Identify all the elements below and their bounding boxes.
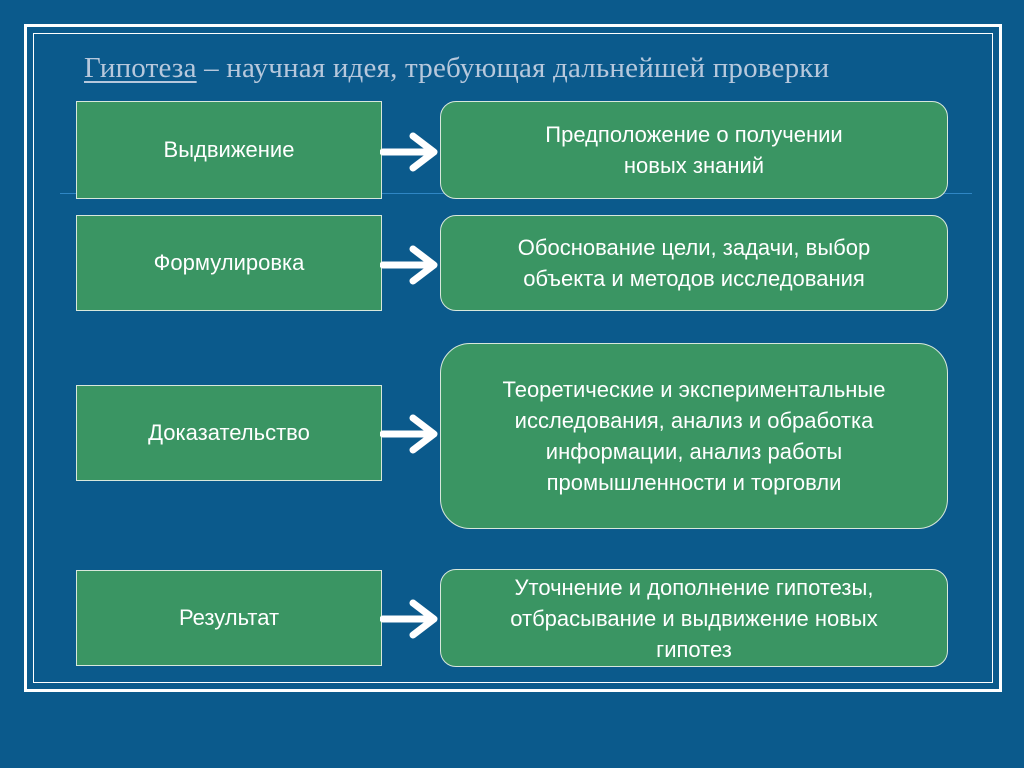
description-text: Уточнение и дополнение гипотезы, отбрасы… <box>510 574 878 662</box>
description-box-proof: Теоретические и экспериментальные исслед… <box>440 343 948 529</box>
title-term: Гипотеза <box>84 52 197 84</box>
slide-title: Гипотеза – научная идея, требующая дальн… <box>84 52 829 85</box>
arrow-right-icon <box>380 414 438 454</box>
stage-label: Выдвижение <box>163 137 295 162</box>
stage-label: Доказательство <box>148 420 310 445</box>
stage-label: Формулировка <box>153 250 305 275</box>
stage-box-proof: Доказательство <box>76 385 382 481</box>
description-box-formulation: Обоснование цели, задачи, выбор объекта … <box>440 215 948 311</box>
description-text: Предположение о получении новых знаний <box>545 122 843 178</box>
slide-frame-outer <box>24 24 1002 692</box>
stage-box-nomination: Выдвижение <box>76 101 382 199</box>
stage-box-formulation: Формулировка <box>76 215 382 311</box>
stage-label: Результат <box>178 605 280 630</box>
description-box-result: Уточнение и дополнение гипотезы, отбрасы… <box>440 569 948 667</box>
slide-frame-inner <box>33 33 993 683</box>
stage-box-result: Результат <box>76 570 382 666</box>
description-box-nomination: Предположение о получении новых знаний <box>440 101 948 199</box>
arrow-right-icon <box>380 599 438 639</box>
description-text: Обоснование цели, задачи, выбор объекта … <box>517 235 871 291</box>
description-text: Теоретические и экспериментальные исслед… <box>502 377 886 495</box>
arrow-right-icon <box>380 245 438 285</box>
arrow-right-icon <box>380 132 438 172</box>
title-definition: – научная идея, требующая дальнейшей про… <box>196 52 830 84</box>
